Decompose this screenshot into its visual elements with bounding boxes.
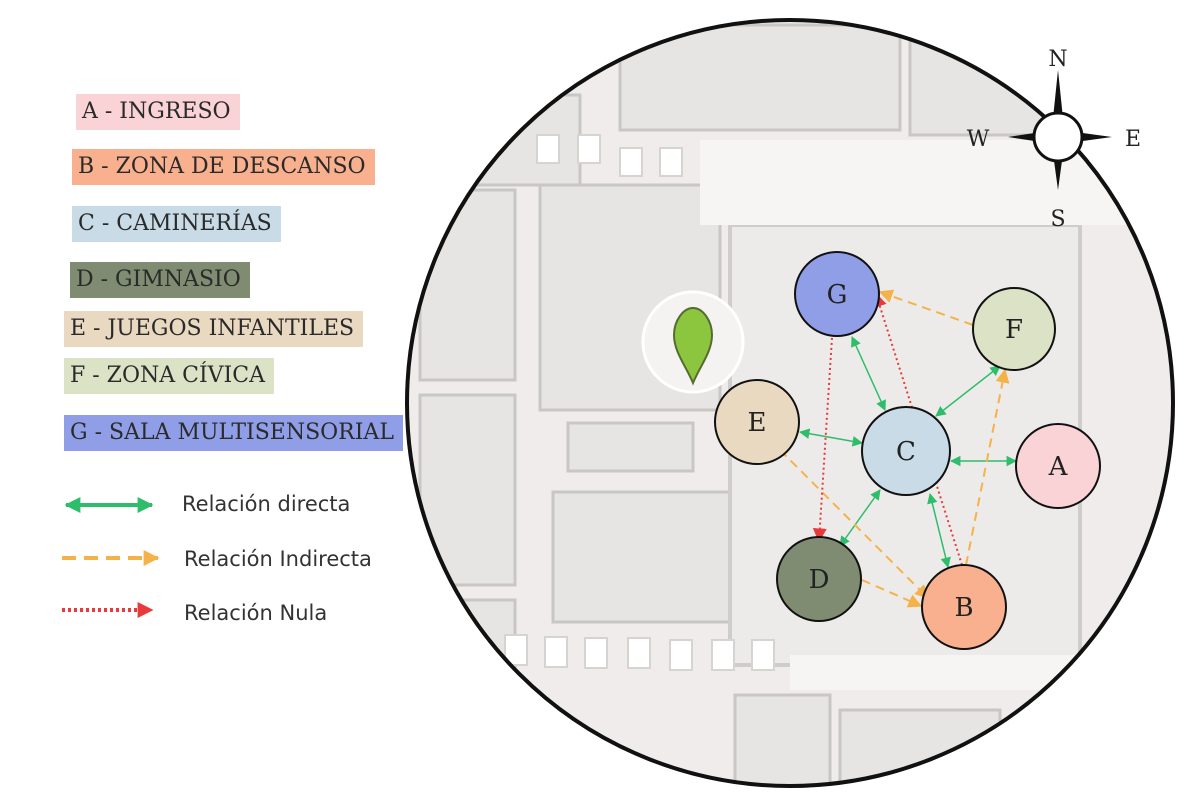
relation-c-f: [935, 365, 1001, 417]
legend-zone-c: C - CAMINERÍAS: [72, 206, 281, 242]
svg-text:A: A: [1048, 452, 1069, 482]
relation-d-b: [861, 579, 923, 608]
node-b: B: [921, 564, 1007, 650]
legend-zone-f: F - ZONA CÍVICA: [64, 358, 274, 394]
svg-text:B: B: [954, 593, 973, 623]
svg-text:E: E: [748, 408, 767, 438]
compass-west: W: [967, 127, 990, 152]
relation-b-f: [965, 368, 1010, 566]
node-f: F: [972, 287, 1056, 371]
relation-c-d: [839, 489, 881, 547]
node-d: D: [776, 536, 862, 622]
relation-arrows: [779, 289, 1018, 608]
svg-text:C: C: [896, 437, 916, 467]
location-pin-icon: [641, 290, 745, 394]
node-a: A: [1015, 423, 1101, 509]
relation-b-g: [873, 292, 963, 566]
svg-text:G: G: [827, 280, 848, 310]
legend-zone-g: G - SALA MULTISENSORIAL: [64, 415, 403, 451]
legend-zone-a: A - INGRESO: [76, 94, 240, 130]
node-g: G: [794, 251, 880, 337]
legend-zone-d: D - GIMNASIO: [70, 262, 250, 298]
node-c: C: [861, 406, 951, 496]
legend-direct-label: Relación directa: [182, 492, 351, 516]
svg-text:F: F: [1005, 315, 1023, 345]
relation-c-b: [927, 492, 951, 569]
svg-text:D: D: [809, 565, 830, 595]
site-boundary-circle: [405, 18, 1175, 788]
relation-c-e: [798, 428, 864, 447]
compass-east: E: [1125, 127, 1141, 152]
compass-north: N: [1048, 47, 1067, 72]
compass-rose-icon: N S W E: [967, 47, 1141, 232]
compass-south: S: [1050, 207, 1065, 232]
legend-indirect-label: Relación Indirecta: [184, 547, 372, 571]
relation-f-g: [878, 289, 974, 326]
node-e: E: [714, 379, 800, 465]
legend-zone-b: B - ZONA DE DESCANSO: [72, 149, 375, 185]
relation-c-g: [851, 336, 886, 411]
legend-zone-e: E - JUEGOS INFANTILES: [64, 311, 364, 347]
relation-g-d: [812, 337, 833, 543]
relation-e-b: [779, 449, 929, 599]
legend-null-label: Relación Nula: [184, 601, 328, 625]
